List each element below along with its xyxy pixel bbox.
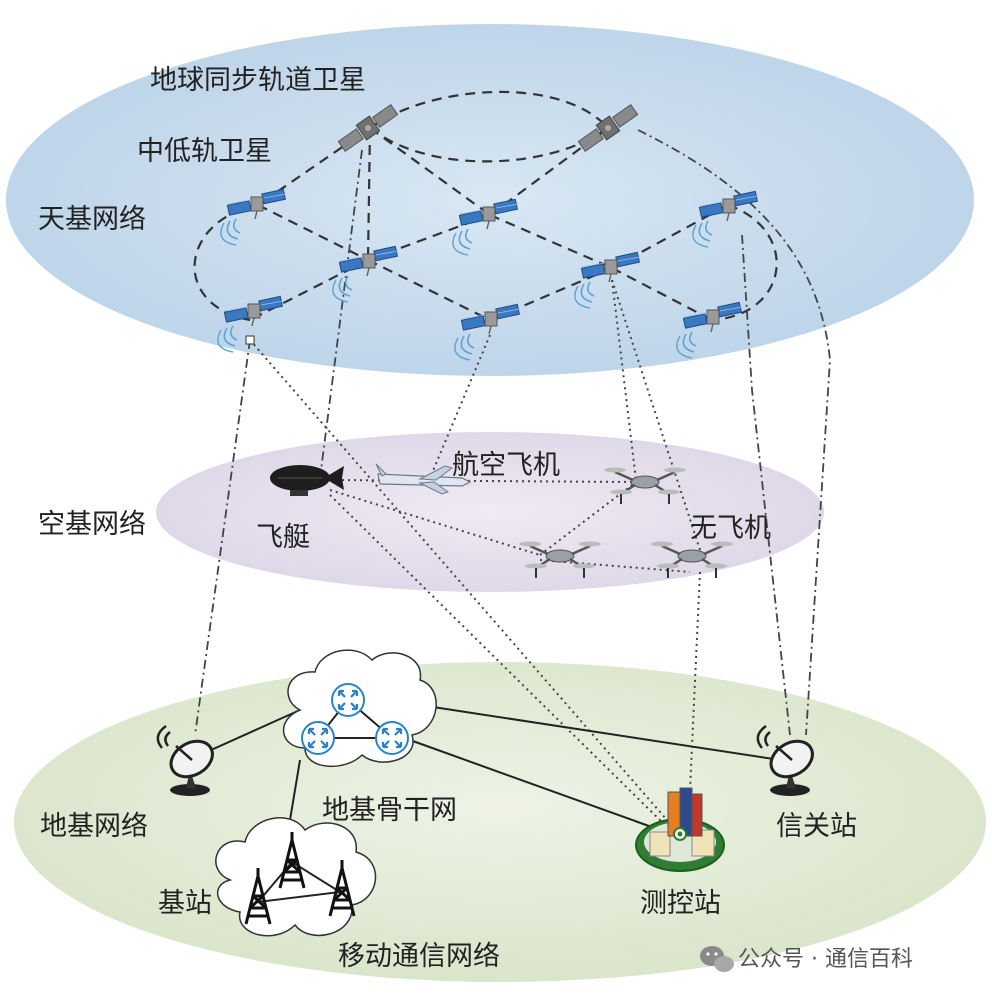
wechat-icon — [700, 946, 734, 972]
router-icon — [374, 720, 410, 756]
router-icon — [300, 720, 336, 756]
drone-label: 无飞机 — [690, 513, 771, 544]
air-network-label: 空基网络 — [38, 509, 146, 540]
watermark: 公众号 · 通信百科 — [738, 947, 913, 972]
airship-label: 飞艇 — [256, 522, 310, 553]
ground-links — [199, 704, 781, 851]
terminal-marker — [245, 335, 255, 345]
gateway-label: 信关站 — [776, 811, 857, 842]
router-icon — [330, 682, 366, 718]
airplane-icon — [375, 463, 472, 495]
control-center-icon — [635, 787, 725, 872]
control-station-label: 测控站 — [640, 888, 721, 919]
ground-network-label: 地基网络 — [40, 811, 148, 842]
dashdot-links — [194, 129, 831, 736]
airplane-label: 航空飞机 — [452, 450, 560, 481]
geo-satellite-label: 地球同步轨道卫星 — [150, 65, 366, 96]
space-layer — [6, 24, 974, 376]
mobile-cloud — [215, 817, 377, 937]
airship-icon — [270, 465, 344, 496]
leo-satellite-label: 中低轨卫星 — [137, 136, 272, 167]
backbone-label: 地基骨干网 — [322, 795, 457, 826]
mobile-network-label: 移动通信网络 — [338, 941, 500, 972]
base-station-label: 基站 — [158, 888, 212, 919]
space-network-label: 天基网络 — [38, 204, 146, 235]
